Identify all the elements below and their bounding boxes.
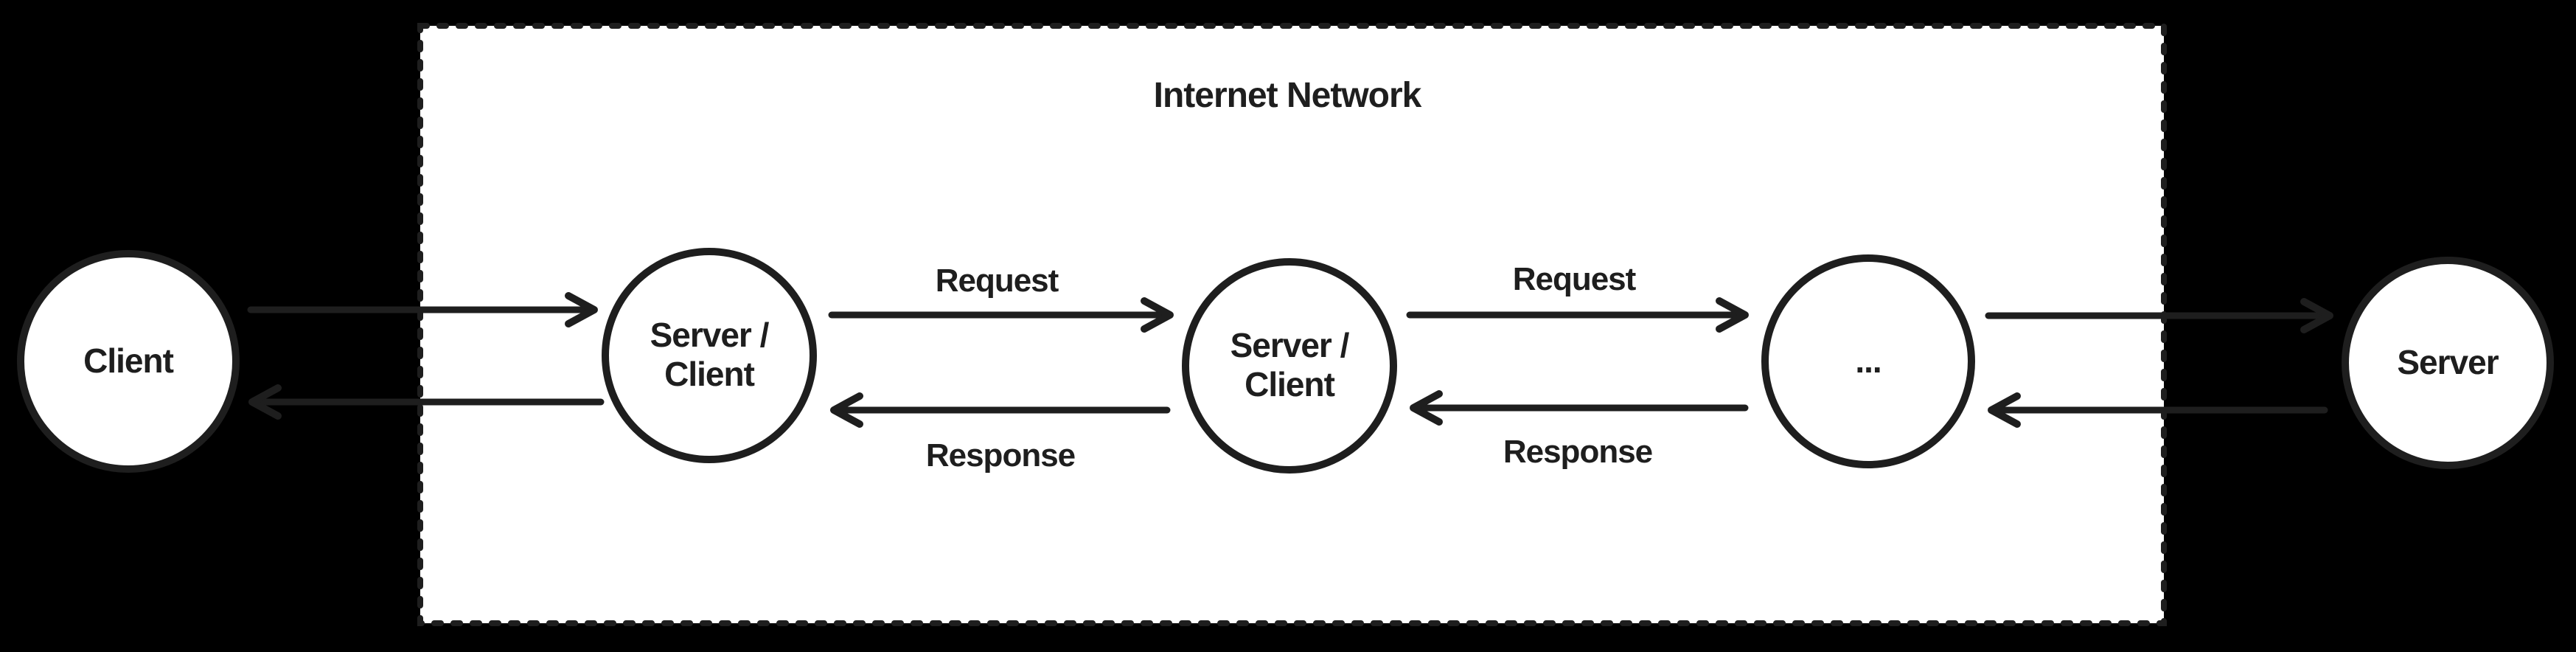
request-label-hop2: Request bbox=[936, 263, 1059, 299]
ellipsis-node-label: ... bbox=[1855, 341, 1881, 380]
arrow-head bbox=[248, 384, 282, 420]
arrow-head bbox=[565, 292, 598, 327]
arrow-server-to-ellipsis bbox=[1988, 392, 2328, 428]
arrow-ellipsis-to-server bbox=[1985, 298, 2333, 333]
ellipsis-node bbox=[1761, 254, 1975, 468]
relay-node-2-label-line1: Server / bbox=[1230, 326, 1350, 364]
arrow-head bbox=[1141, 297, 1174, 333]
arrow-head bbox=[830, 392, 863, 428]
relay-node-1-label-line2: Client bbox=[664, 355, 754, 393]
arrow-relay1-to-client bbox=[248, 384, 605, 420]
relay-node-2-label-line2: Client bbox=[1245, 365, 1334, 403]
internet-network-title: Internet Network bbox=[1154, 76, 1422, 115]
relay-node-1 bbox=[602, 248, 817, 463]
arrow-relay2-to-relay1 bbox=[830, 392, 1171, 428]
arrow-head bbox=[1716, 297, 1749, 333]
arrow-ellipsis-to-relay2 bbox=[1410, 390, 1749, 426]
server-node-label: Server bbox=[2397, 343, 2499, 381]
relay-node-1-label-line1: Server / bbox=[650, 316, 770, 354]
arrow-head bbox=[1410, 390, 1443, 426]
client-node-label: Client bbox=[83, 341, 173, 380]
arrow-head bbox=[2300, 298, 2333, 333]
arrow-relay2-to-ellipsis bbox=[1406, 297, 1749, 333]
arrow-client-to-relay1 bbox=[247, 292, 598, 327]
client-node bbox=[17, 250, 240, 473]
arrow-head bbox=[1988, 392, 2021, 428]
request-label-hop3: Request bbox=[1513, 261, 1637, 297]
response-label-hop3: Response bbox=[1503, 434, 1652, 470]
server-node bbox=[2342, 257, 2554, 469]
arrow-relay1-to-relay2 bbox=[828, 297, 1174, 333]
relay-node-2 bbox=[1182, 258, 1397, 474]
response-label-hop2: Response bbox=[926, 437, 1075, 474]
